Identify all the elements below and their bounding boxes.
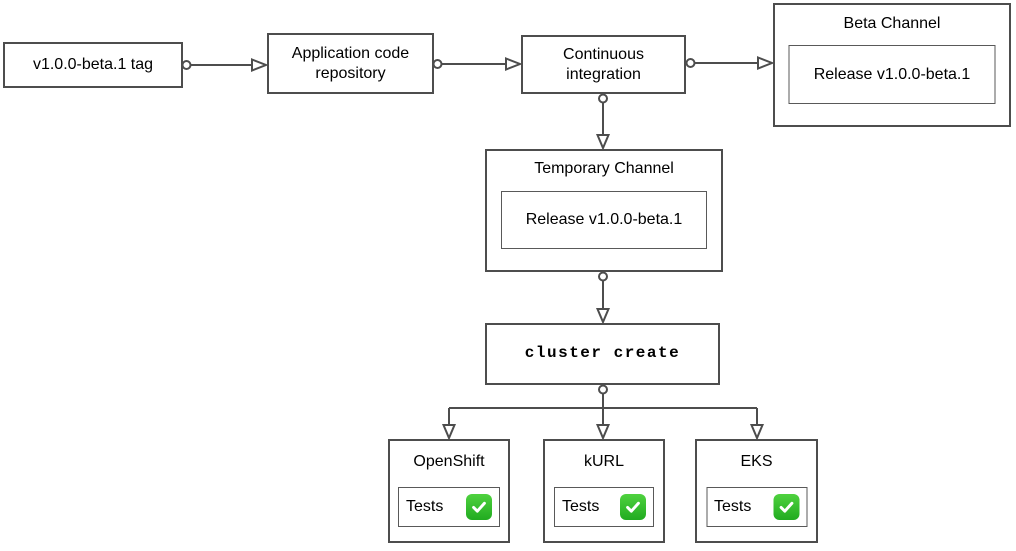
edge-temporary-channel-to-cluster-create xyxy=(595,271,611,325)
temporary-channel-release-box: Release v1.0.0-beta.1 xyxy=(501,191,707,249)
application-code-repository-label: Application code repository xyxy=(291,45,410,82)
beta-channel-release-box: Release v1.0.0-beta.1 xyxy=(788,45,996,104)
openshift-tests-box: Tests xyxy=(398,487,500,527)
cluster-create-label: cluster create xyxy=(524,344,681,363)
node-openshift: OpenShift Tests xyxy=(388,439,510,543)
node-version-tag: v1.0.0-beta.1 tag xyxy=(3,42,183,88)
check-mark-icon xyxy=(620,494,646,520)
openshift-tests-label: Tests xyxy=(406,498,444,515)
beta-channel-release-label: Release v1.0.0-beta.1 xyxy=(813,65,971,83)
node-eks: EKS Tests xyxy=(695,439,818,543)
kurl-title: kURL xyxy=(583,453,624,470)
openshift-title: OpenShift xyxy=(413,453,485,470)
node-kurl: kURL Tests xyxy=(543,439,665,543)
node-continuous-integration: Continuous integration xyxy=(521,35,686,94)
continuous-integration-label: Continuous integration xyxy=(563,46,644,83)
beta-channel-title: Beta Channel xyxy=(843,15,941,32)
check-mark-icon xyxy=(773,494,799,520)
node-cluster-create: cluster create xyxy=(485,323,720,385)
check-mark-icon xyxy=(466,494,492,520)
kurl-tests-label: Tests xyxy=(562,498,600,515)
edge-cluster-create-to-test-clusters xyxy=(441,384,765,441)
eks-tests-box: Tests xyxy=(706,487,807,527)
edge-ci-to-temporary-channel xyxy=(595,93,611,151)
node-application-code-repository: Application code repository xyxy=(267,33,434,94)
node-beta-channel: Beta Channel Release v1.0.0-beta.1 xyxy=(773,3,1011,127)
eks-title: EKS xyxy=(740,453,773,470)
node-temporary-channel: Temporary Channel Release v1.0.0-beta.1 xyxy=(485,149,723,272)
eks-tests-label: Tests xyxy=(714,498,752,515)
kurl-tests-box: Tests xyxy=(554,487,654,527)
version-tag-label: v1.0.0-beta.1 tag xyxy=(32,56,154,74)
edge-ci-to-beta-channel xyxy=(685,56,775,70)
edge-repo-to-ci xyxy=(432,57,523,71)
edge-tag-to-repo xyxy=(181,58,269,72)
temporary-channel-release-label: Release v1.0.0-beta.1 xyxy=(525,211,683,228)
temporary-channel-title: Temporary Channel xyxy=(534,160,674,177)
